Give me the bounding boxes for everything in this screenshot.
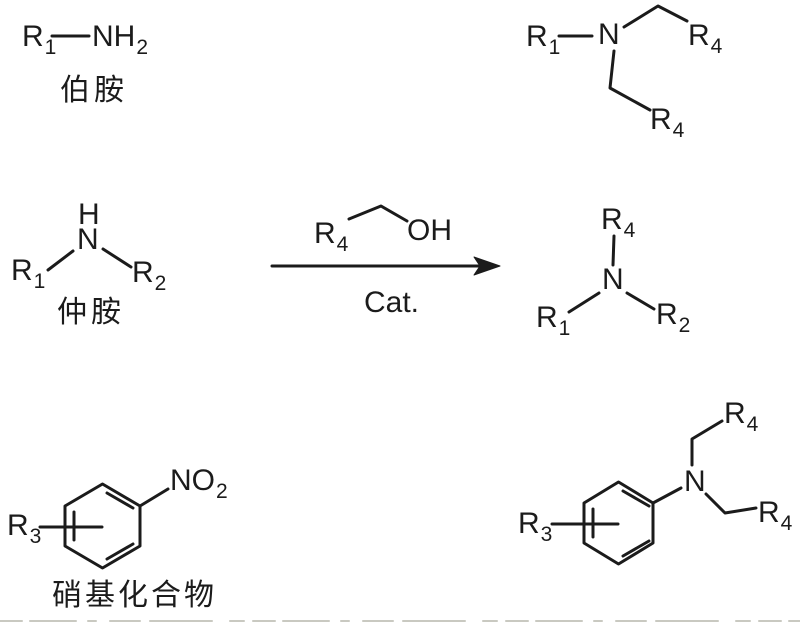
n-atom-label: N [684, 465, 706, 498]
product-tertiary-from-secondary-bonds [567, 234, 656, 314]
oh-label: OH [407, 214, 452, 247]
bond-n-ch2-r4-upper [690, 419, 724, 467]
bond-ring-n [651, 486, 683, 505]
n-atom-label: N [77, 223, 99, 256]
r1-label: R1 [536, 301, 571, 340]
nh2-label: NH2 [92, 20, 149, 59]
r1-label: R1 [526, 20, 561, 59]
r4-label-upper: R4 [724, 397, 759, 436]
reagent-and-arrow [270, 204, 501, 276]
n-atom-label: N [598, 18, 620, 51]
double-bond-inner-top-right [105, 491, 135, 510]
bond-n-r2 [101, 247, 133, 269]
double-bond-inner-bottom-right [621, 539, 651, 558]
bond-r4-ch2-oh [347, 204, 409, 223]
bond-n-r1 [567, 291, 601, 314]
bond-ring-no2 [138, 487, 170, 508]
bond-n-r1 [46, 249, 75, 272]
r2-label: R2 [656, 298, 691, 337]
r3-label: R3 [518, 507, 553, 546]
n-atom-label: N [602, 263, 624, 296]
secondary-amine-bonds [46, 247, 133, 272]
nitro-compound-caption: 硝基化合物 [52, 579, 217, 612]
bond-n-ch2-r4-lower [704, 492, 758, 515]
r4-label: R4 [314, 217, 349, 256]
double-bond-inner-bottom-right [105, 542, 135, 561]
r3-label: R3 [7, 509, 42, 548]
r4-label-lower: R4 [650, 103, 685, 142]
r1-label: R1 [22, 20, 57, 59]
h-atom-label: H [78, 198, 100, 231]
bond-r4-n [611, 234, 616, 267]
catalyst-label: Cat. [364, 286, 420, 319]
r2-label: R2 [132, 256, 167, 295]
r1-label: R1 [11, 254, 46, 293]
bond-n-ch2-r4-lower [608, 49, 652, 112]
r4-label: R4 [601, 203, 636, 242]
reaction-arrow-head [473, 256, 501, 276]
no2-label: NO2 [170, 464, 228, 503]
bond-n-r2 [625, 291, 656, 311]
primary-amine-caption: 伯胺 [60, 74, 128, 107]
nitro-compound-ring [38, 482, 170, 570]
secondary-amine-caption: 仲胺 [57, 296, 125, 329]
r4-label-lower: R4 [758, 496, 793, 535]
product-tertiary-from-primary-bonds [557, 4, 689, 112]
r4-label-upper: R4 [688, 19, 723, 58]
bond-n-ch2-r4-upper [622, 4, 689, 29]
double-bond-inner-top-right [621, 489, 651, 508]
product-aniline-ring [550, 419, 758, 566]
